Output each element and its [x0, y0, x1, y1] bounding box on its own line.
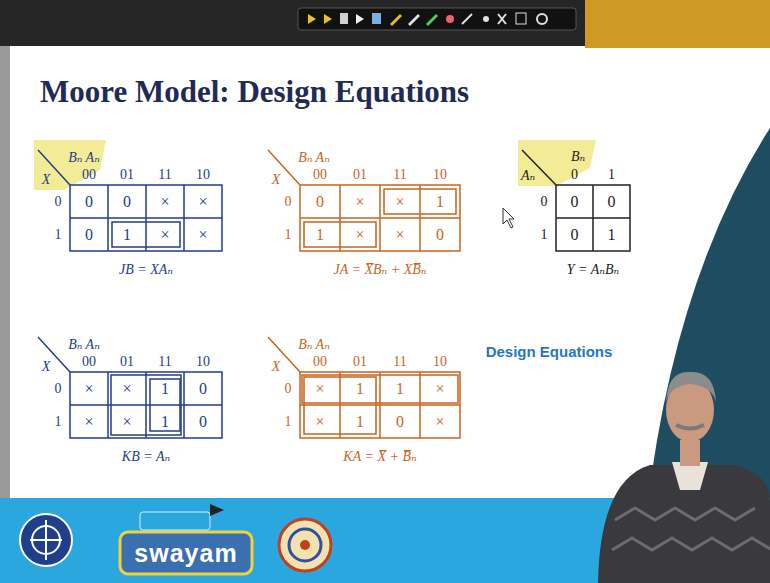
kmap-cell: 1 [436, 192, 444, 210]
kmap-cell: × [84, 412, 93, 430]
variable-label: Bₙ Aₙ [68, 150, 100, 166]
row-header: 1 [285, 226, 292, 242]
kmap-cell: 0 [123, 192, 131, 210]
kmap-grid [38, 150, 222, 251]
column-header: 11 [158, 354, 171, 370]
column-header: 11 [393, 354, 406, 370]
kmap-cell: 0 [608, 192, 616, 210]
column-header: 01 [120, 354, 134, 370]
kmap-cell: 0 [436, 225, 444, 243]
logo-text: swayam [134, 539, 237, 568]
design-equation: JA = X̅Bₙ + XB̅ₙ [334, 262, 427, 278]
kmap-cell: × [198, 225, 207, 243]
column-header: 10 [196, 167, 210, 183]
kmap-cell: × [435, 412, 444, 430]
toolbar [298, 8, 576, 30]
slide-title: Moore Model: Design Equations [40, 74, 469, 110]
kmap-grid [268, 150, 460, 251]
kmap-cell: × [122, 412, 131, 430]
column-header: 10 [196, 354, 210, 370]
design-equation: KA = X̅ + B̅ₙ [343, 449, 416, 465]
gold-band [585, 0, 770, 48]
highlight [34, 140, 106, 190]
column-header: 00 [313, 167, 327, 183]
kmap-cell: 1 [356, 379, 364, 397]
row-header: 0 [285, 193, 292, 209]
row-header: 1 [541, 226, 548, 242]
kmap-cell: 1 [123, 225, 131, 243]
kmap-cell: 0 [85, 225, 93, 243]
row-header: 1 [55, 226, 62, 242]
logo-emblem [20, 514, 72, 566]
design-equation: Y = AₙBₙ [567, 262, 619, 278]
column-header: 01 [120, 167, 134, 183]
swayam-logo [120, 504, 252, 574]
column-header: 1 [608, 167, 615, 183]
kmap-cell: × [355, 192, 364, 210]
kmap-cell: 0 [571, 192, 579, 210]
variable-label: Bₙ Aₙ [298, 150, 330, 166]
kmap-cell: × [160, 192, 169, 210]
presenter [598, 372, 770, 583]
mouse-cursor [503, 208, 514, 228]
row-header: 1 [55, 413, 62, 429]
kmap-cell: × [315, 379, 324, 397]
column-header: 00 [313, 354, 327, 370]
left-edge [0, 46, 10, 501]
column-header: 11 [158, 167, 171, 183]
logo-wheel [279, 519, 331, 571]
kmap-cell: 1 [161, 412, 169, 430]
kmap-cell: × [315, 412, 324, 430]
variable-label: Aₙ [521, 168, 535, 184]
column-header: 11 [393, 167, 406, 183]
kmap-cell: 1 [161, 379, 169, 397]
section-note: Design Equations [486, 343, 613, 360]
column-header: 00 [82, 354, 96, 370]
kmap-cell: × [84, 379, 93, 397]
row-header: 0 [55, 193, 62, 209]
column-header: 01 [353, 354, 367, 370]
column-header: 10 [433, 167, 447, 183]
kmap-cell: × [395, 225, 404, 243]
kmap-cell: 1 [356, 412, 364, 430]
kmap-cell: × [435, 379, 444, 397]
variable-label: X [42, 359, 51, 375]
row-header: 0 [285, 380, 292, 396]
variable-label: Bₙ Aₙ [68, 337, 100, 353]
kmap-cell: × [122, 379, 131, 397]
row-header: 1 [285, 413, 292, 429]
kmap-grid [268, 337, 460, 438]
kmap-cell: 1 [316, 225, 324, 243]
column-header: 10 [433, 354, 447, 370]
kmap-cell: 0 [85, 192, 93, 210]
design-equation: JB = XAₙ [119, 262, 173, 278]
kmap-cell: × [160, 225, 169, 243]
variable-label: X [42, 172, 51, 188]
column-header: 0 [571, 167, 578, 183]
kmap-cell: 1 [396, 379, 404, 397]
kmap-cell: × [395, 192, 404, 210]
column-header: 00 [82, 167, 96, 183]
kmap-cell: 0 [571, 225, 579, 243]
row-header: 0 [55, 380, 62, 396]
variable-label: X [272, 172, 281, 188]
kmap-cell: 1 [608, 225, 616, 243]
highlight [518, 140, 596, 186]
kmap-cell: 0 [316, 192, 324, 210]
variable-label: X [272, 359, 281, 375]
design-equation: KB = Aₙ [122, 449, 170, 465]
row-header: 0 [541, 193, 548, 209]
kmap-grid [522, 150, 630, 251]
column-header: 01 [353, 167, 367, 183]
kmap-cell: 0 [199, 379, 207, 397]
variable-label: Bₙ [571, 149, 585, 165]
kmap-grid [38, 337, 222, 438]
kmap-cell: × [355, 225, 364, 243]
kmap-cell: 0 [199, 412, 207, 430]
variable-label: Bₙ Aₙ [298, 337, 330, 353]
kmap-cell: 0 [396, 412, 404, 430]
kmap-cell: × [198, 192, 207, 210]
